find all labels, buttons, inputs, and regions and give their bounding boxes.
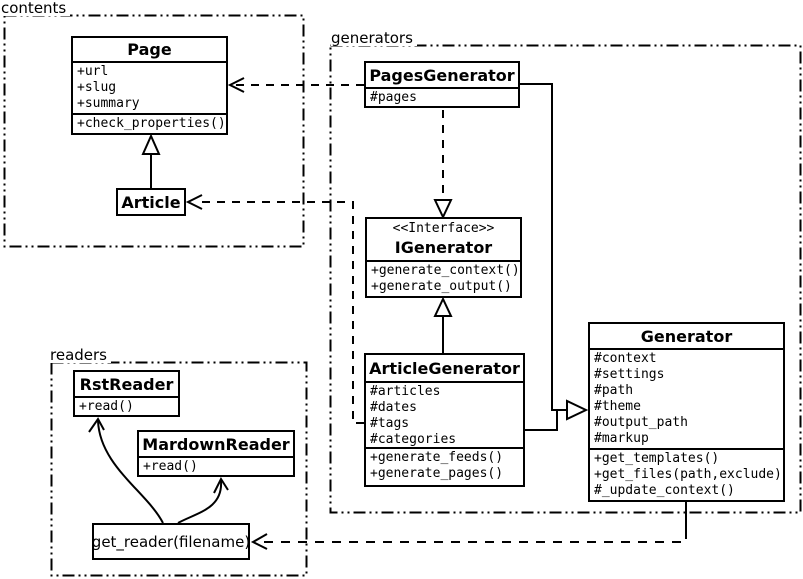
method: +generate_pages() — [370, 466, 504, 481]
function-box-get-reader: get_reader(filename) — [92, 523, 250, 560]
attribute: +slug — [77, 80, 117, 95]
package-border-readers — [50, 361, 308, 577]
inheritance-article-page — [141, 133, 161, 188]
stereotype-label: <<Interface>> — [392, 221, 495, 236]
attribute: #articles — [370, 384, 441, 399]
attribute: #theme — [594, 399, 641, 414]
realization-articlegenerator-igenerator — [433, 296, 453, 353]
attribute: #settings — [594, 367, 665, 382]
attribute: #tags — [370, 416, 410, 431]
package-label-generators: generators — [331, 31, 417, 46]
class-article-name: Article — [121, 192, 181, 212]
package-border-contents — [3, 14, 305, 248]
class-generator-name: Generator — [590, 324, 783, 350]
get-reader-label: get_reader(filename) — [94, 532, 248, 551]
class-pagesgenerator: PagesGenerator #pages — [364, 61, 520, 108]
dependency-articlegenerator-article — [185, 194, 364, 424]
package-label-contents: contents — [1, 1, 71, 16]
method: +generate_context() — [371, 263, 520, 278]
method: +get_templates() — [594, 451, 720, 466]
package-label-readers: readers — [50, 348, 111, 363]
class-generator-attributes: #context #settings #path #theme #output_… — [590, 350, 783, 450]
dependency-pagesgenerator-page — [227, 77, 364, 93]
attribute: #dates — [370, 400, 417, 415]
class-rstreader-methods: +read() — [75, 398, 178, 415]
inheritance-pagesgenerator-generator — [520, 83, 566, 411]
class-page-methods: +check_properties() — [73, 115, 226, 133]
class-page-name: Page — [73, 38, 226, 63]
attribute: #pages — [370, 90, 417, 105]
attribute: #context — [594, 351, 657, 366]
attribute: #path — [594, 383, 634, 398]
attribute: +summary — [77, 96, 140, 111]
class-articlegenerator-name: ArticleGenerator — [366, 355, 523, 383]
class-igenerator-methods: +generate_context() +generate_output() — [367, 262, 520, 296]
dependency-generator-getreader — [250, 502, 687, 550]
class-igenerator: <<Interface>> IGenerator +generate_conte… — [365, 217, 522, 298]
method: +read() — [79, 399, 134, 414]
method: +get_files(path,exclude) — [594, 467, 782, 482]
attribute: #categories — [370, 432, 457, 447]
class-pagesgenerator-attributes: #pages — [366, 89, 518, 106]
class-generator-methods: +get_templates() +get_files(path,exclude… — [590, 450, 783, 500]
method: +read() — [143, 459, 198, 474]
class-pagesgenerator-name: PagesGenerator — [366, 63, 518, 89]
method: #_update_context() — [594, 483, 735, 498]
method: +generate_feeds() — [370, 450, 504, 465]
method: +generate_output() — [371, 279, 512, 294]
inheritance-articlegenerator-generator — [525, 399, 589, 431]
attribute: #output_path — [594, 415, 688, 430]
class-igenerator-name: IGenerator — [394, 238, 493, 257]
class-igenerator-header: <<Interface>> IGenerator — [367, 219, 520, 262]
class-article: Article — [116, 188, 186, 216]
class-page-attributes: +url +slug +summary — [73, 63, 226, 115]
class-mardownreader-name: MardownReader — [139, 432, 293, 458]
association-getreader-mardownreader — [177, 476, 229, 524]
realization-pagesgenerator-igenerator — [433, 110, 453, 220]
class-articlegenerator: ArticleGenerator #articles #dates #tags … — [364, 353, 525, 487]
class-page: Page +url +slug +summary +check_properti… — [71, 36, 228, 135]
association-getreader-rstreader — [88, 417, 164, 524]
attribute: #markup — [594, 431, 649, 446]
package-border-generators — [329, 44, 802, 514]
class-rstreader-name: RstReader — [75, 372, 178, 398]
attribute: +url — [77, 64, 109, 79]
class-articlegenerator-attributes: #articles #dates #tags #categories — [366, 383, 523, 449]
class-articlegenerator-methods: +generate_feeds() +generate_pages() — [366, 449, 523, 485]
method: +check_properties() — [77, 116, 226, 131]
class-mardownreader: MardownReader +read() — [137, 430, 295, 477]
class-mardownreader-methods: +read() — [139, 458, 293, 475]
class-generator: Generator #context #settings #path #them… — [588, 322, 785, 502]
class-rstreader: RstReader +read() — [73, 370, 180, 417]
